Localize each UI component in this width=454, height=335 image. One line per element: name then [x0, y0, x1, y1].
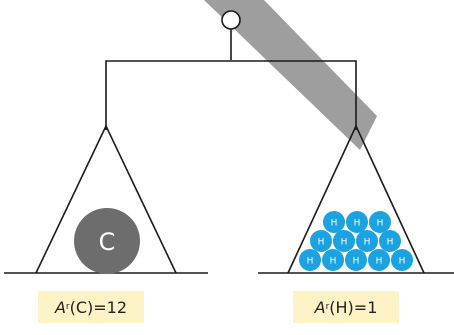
hydrogen-atom [345, 249, 367, 271]
hydrogen-atom [299, 249, 321, 271]
carbon-atom: C [74, 208, 140, 274]
hydrogen-symbol: H [399, 257, 406, 267]
hydrogen-symbol: H [341, 238, 348, 248]
balance-pointer [204, 0, 377, 150]
right-label-rest: (H)=1 [329, 297, 378, 317]
hydrogen-atom [322, 249, 344, 271]
hydrogen-atom [323, 211, 345, 233]
balance-beam [105, 60, 357, 130]
hydrogen-symbol: H [330, 257, 337, 267]
hydrogen-symbol: H [377, 219, 384, 229]
pivot-ring [221, 10, 241, 30]
hydrogen-atom [391, 249, 413, 271]
carbon-symbol: C [99, 228, 116, 256]
hydrogen-symbol: H [354, 219, 361, 229]
hydrogen-symbol: H [353, 257, 360, 267]
hydrogen-atom [333, 230, 355, 252]
hydrogen-symbol: H [364, 238, 371, 248]
hydrogen-symbol: H [318, 238, 325, 248]
hydrogen-atom [310, 230, 332, 252]
hydrogen-atom [368, 249, 390, 271]
right-stand [287, 124, 425, 274]
hydrogen-symbol: H [307, 257, 314, 267]
hydrogen-atom [369, 211, 391, 233]
right-label-sub: r [325, 302, 330, 312]
hydrogen-symbol: H [331, 219, 338, 229]
left-label-sub: r [65, 302, 70, 312]
hydrogen-symbol: H [387, 238, 394, 248]
hydrogen-symbol: H [376, 257, 383, 267]
left-stand [35, 124, 177, 274]
right-label-prefix: A [314, 297, 326, 317]
left-label-rest: (C)=12 [69, 297, 128, 317]
hydrogen-atom [379, 230, 401, 252]
hydrogen-atom [356, 230, 378, 252]
left-label-prefix: A [54, 297, 66, 317]
hydrogen-atom [346, 211, 368, 233]
